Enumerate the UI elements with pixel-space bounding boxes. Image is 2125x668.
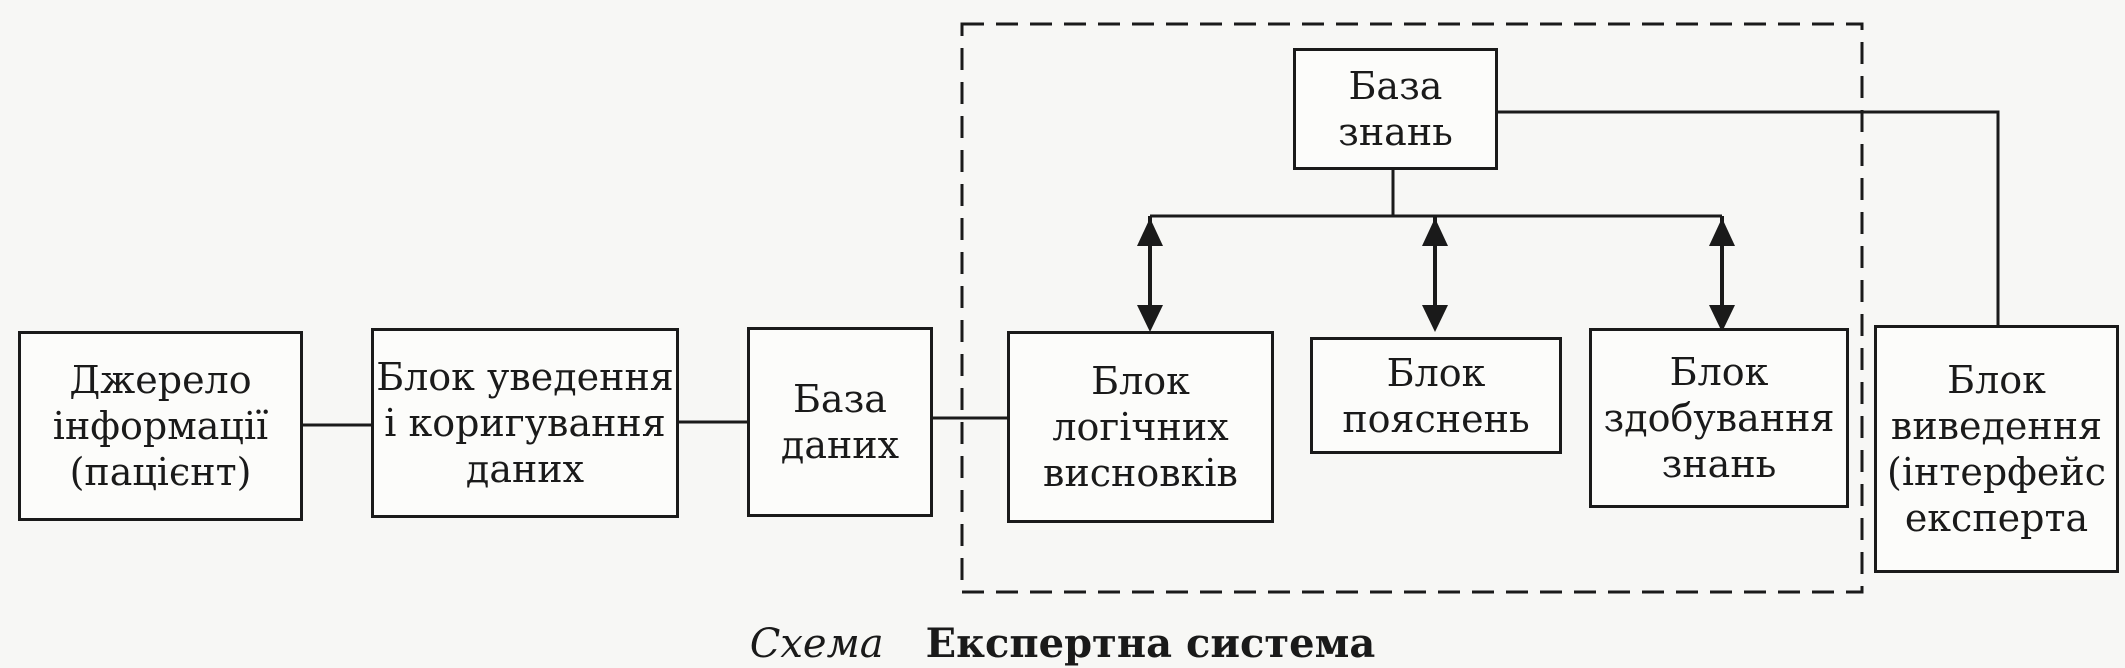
node-inference-block-label: Блок логічних висновків — [1043, 359, 1238, 495]
node-knowledge-base-label: База знань — [1338, 64, 1453, 154]
node-output-block: Блок виведення (інтерфейс експерта — [1874, 325, 2119, 573]
caption-title: Експертна система — [925, 620, 1376, 667]
node-knowledge-acquisition-block-label: Блок здобування знань — [1603, 350, 1835, 486]
double-arrow-inference — [1137, 216, 1163, 332]
diagram-caption: Схема Експертна система — [0, 620, 2125, 667]
node-knowledge-acquisition-block: Блок здобування знань — [1589, 328, 1849, 508]
caption-label: Схема — [749, 621, 884, 667]
expert-system-group-border — [960, 22, 1864, 594]
node-explanation-block: Блок пояснень — [1310, 337, 1562, 454]
node-information-source: Джерело інформації (пацієнт) — [18, 331, 303, 521]
double-arrow-acquisition — [1709, 216, 1735, 332]
node-database-label: База даних — [780, 377, 900, 467]
double-arrow-explanation — [1422, 216, 1448, 332]
node-input-correction-block: Блок уведення і коригування даних — [371, 328, 679, 518]
node-database: База даних — [747, 327, 933, 517]
node-output-block-label: Блок виведення (інтерфейс експерта — [1887, 358, 2106, 540]
edge-knowledge-output — [1497, 110, 2000, 325]
node-information-source-label: Джерело інформації (пацієнт) — [52, 358, 269, 494]
node-input-correction-block-label: Блок уведення і коригування даних — [376, 355, 674, 491]
node-inference-block: Блок логічних висновків — [1007, 331, 1274, 523]
node-knowledge-base: База знань — [1293, 48, 1498, 170]
node-explanation-block-label: Блок пояснень — [1342, 350, 1530, 441]
